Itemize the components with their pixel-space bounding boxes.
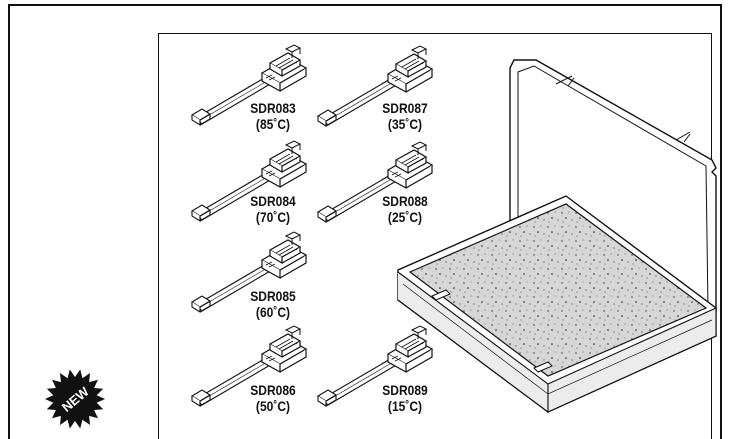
- sensor-code: SDR088: [382, 193, 428, 209]
- sensor-temp: (50˚C): [255, 398, 291, 414]
- sensor-temp: (15˚C): [387, 398, 423, 414]
- sensor-code: SDR084: [250, 193, 296, 209]
- sensor-temp: (35˚C): [387, 116, 423, 132]
- sensor-label-sdr084: SDR084 (70˚C): [243, 193, 303, 225]
- outer-frame: [8, 4, 722, 439]
- starburst-new-icon: NEW: [45, 369, 105, 429]
- sensor-label-sdr086: SDR086 (50˚C): [243, 382, 303, 414]
- sensor-label-sdr088: SDR088 (25˚C): [375, 193, 435, 225]
- sensor-code: SDR086: [250, 382, 296, 398]
- sensor-temp: (70˚C): [255, 209, 291, 225]
- sensor-temp: (85˚C): [255, 116, 291, 132]
- sensor-label-sdr083: SDR083 (85˚C): [243, 100, 303, 132]
- storage-case-illustration: [397, 59, 717, 414]
- sensor-temp: (25˚C): [387, 209, 423, 225]
- sensor-label-sdr089: SDR089 (15˚C): [375, 382, 435, 414]
- sensor-label-sdr087: SDR087 (35˚C): [375, 100, 435, 132]
- sensor-label-sdr085: SDR085 (60˚C): [243, 288, 303, 320]
- sensor-code: SDR089: [382, 382, 428, 398]
- sensor-temp: (60˚C): [255, 304, 291, 320]
- sensor-code: SDR083: [250, 100, 296, 116]
- sensor-code: SDR087: [382, 100, 428, 116]
- sensor-code: SDR085: [250, 288, 296, 304]
